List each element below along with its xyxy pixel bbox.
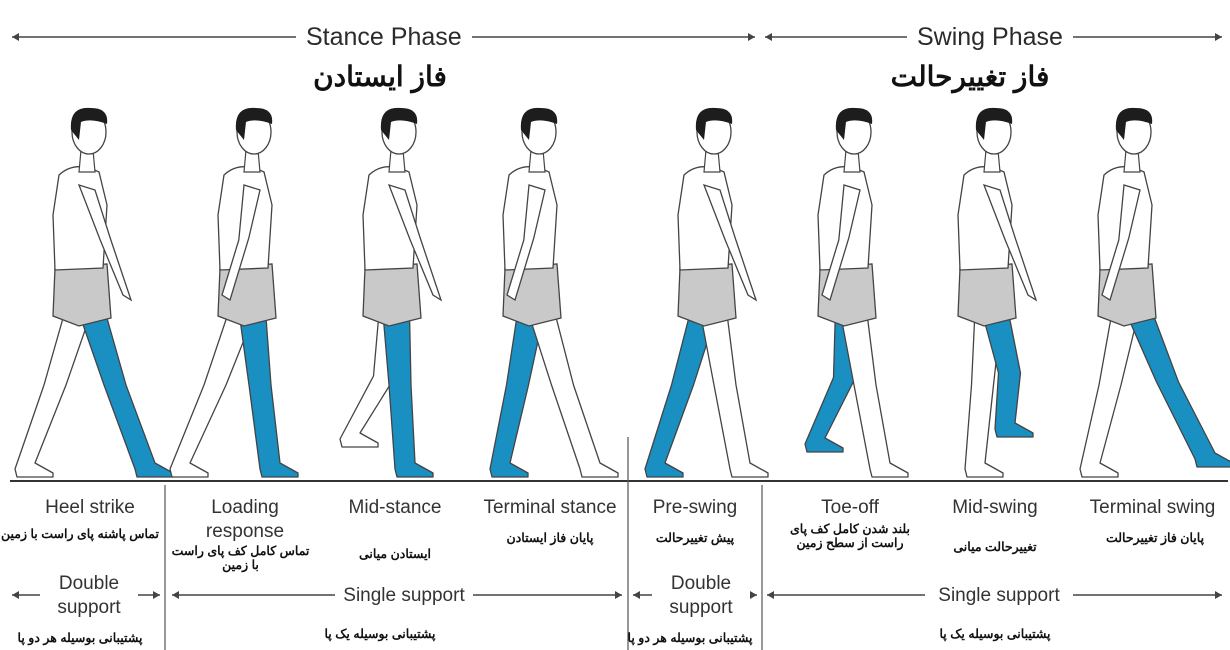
swing-phase-arrow-right-head: [1215, 33, 1222, 41]
support-arrow-double-2-left-head: [633, 591, 640, 599]
stage-label-terminal-stance: Terminal stance: [475, 496, 625, 520]
stage-label-mid-stance: Mid-stance: [325, 496, 465, 520]
stage-fa-toe-off: بلند شدن کامل کف پای راست از سطح زمین: [775, 522, 925, 550]
stance-phase-arrow-left-head: [12, 33, 19, 41]
walking-figure-6: [805, 108, 908, 477]
stage-fa-heel-strike: تماس پاشنه پای راست با زمین: [0, 527, 160, 541]
support-arrow-double-1-right-head: [153, 591, 160, 599]
stage-label-toe-off: Toe-off: [780, 496, 920, 520]
stage-fa-pre-swing: پیش تغییرحالت: [630, 531, 760, 545]
stage-fa-loading-response: تماس کامل کف پای راست با زمین: [168, 544, 313, 572]
support-fa-double-1: پشتیبانی بوسیله هر دو پا: [0, 631, 160, 645]
walking-figure-5: [645, 108, 768, 477]
swing-phase-arrow-left-head: [765, 33, 772, 41]
walking-figure-3: [340, 108, 441, 477]
walking-figure-8: [1080, 108, 1230, 477]
support-arrow-single-2-right-head: [1215, 591, 1222, 599]
stage-fa-terminal-swing: پایان فاز تغییرحالت: [1085, 531, 1225, 545]
walking-figure-2: [170, 108, 298, 477]
support-arrow-double-2-right-head: [750, 591, 757, 599]
stage-fa-mid-stance: ایستادن میانی: [340, 547, 450, 561]
stage-label-mid-swing: Mid-swing: [935, 496, 1055, 520]
support-fa-single-1: پشتیبانی بوسیله یک پا: [300, 627, 460, 641]
support-arrow-double-1-left-head: [12, 591, 19, 599]
stage-fa-mid-swing: تغییرحالت میانی: [935, 540, 1055, 554]
stage-label-pre-swing: Pre-swing: [635, 496, 755, 520]
figure-1-shorts: [53, 264, 111, 326]
support-arrow-single-1-right-head: [615, 591, 622, 599]
support-arrow-single-1-left-head: [172, 591, 179, 599]
support-fa-single-2: پشتیبانی بوسیله یک پا: [915, 627, 1075, 641]
walking-figure-1: [15, 108, 173, 477]
stance-phase-title: Stance Phase: [296, 22, 472, 52]
stage-label-heel-strike: Heel strike: [20, 496, 160, 520]
support-label-single-1: Single support: [335, 584, 473, 608]
support-fa-double-2: پشتیبانی بوسیله هر دو پا: [610, 631, 770, 645]
stage-label-loading-response: Loading response: [190, 496, 300, 544]
figure-5-shorts: [678, 264, 736, 326]
stage-label-terminal-swing: Terminal swing: [1080, 496, 1225, 520]
swing-phase-title: Swing Phase: [907, 22, 1073, 52]
stance-phase-arrow-right-head: [748, 33, 755, 41]
support-label-double-2: Double support: [652, 572, 750, 620]
figure-7-shorts: [958, 264, 1016, 326]
support-arrow-single-2-left-head: [767, 591, 774, 599]
stance-phase-fa-title: فاز ایستادن: [300, 60, 460, 93]
stage-fa-terminal-stance: پایان فاز ایستادن: [475, 531, 625, 545]
support-label-single-2: Single support: [925, 584, 1073, 608]
swing-phase-fa-title: فاز تغییرحالت: [880, 60, 1060, 93]
walking-figure-7: [958, 108, 1036, 477]
support-label-double-1: Double support: [40, 572, 138, 620]
walking-figure-4: [490, 108, 618, 477]
figure-3-shorts: [363, 264, 421, 326]
